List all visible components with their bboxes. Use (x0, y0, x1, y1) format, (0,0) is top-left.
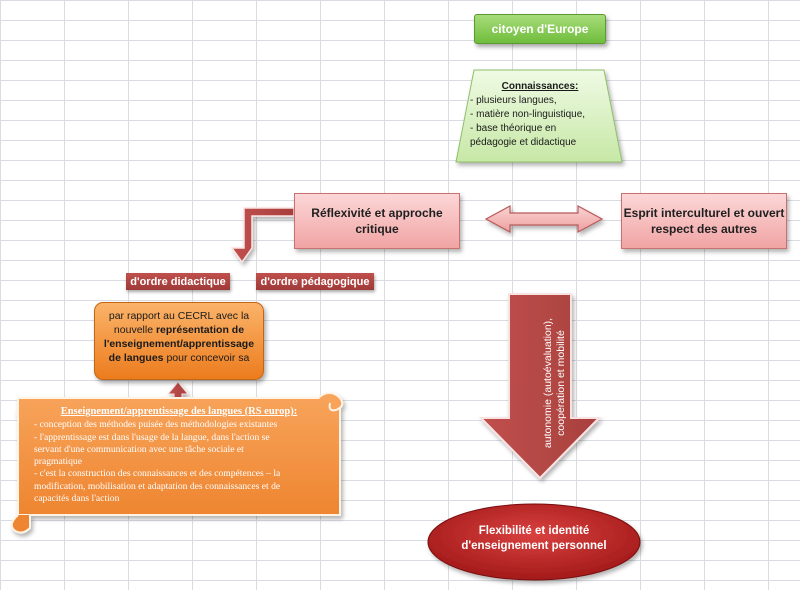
scroll-line: pragmatique (34, 456, 82, 468)
double-arrow (484, 204, 604, 234)
citoyen-europe-label: citoyen d'Europe (491, 22, 589, 36)
bent-arrow (230, 207, 295, 264)
esprit-interculturel-box: Esprit interculturel et ouvert respect d… (621, 193, 787, 249)
connaissances-item: - base théorique en (470, 123, 557, 134)
arrow-label-line1: autonomie (autoévaluation), (542, 317, 554, 449)
ordre-pedagogique-text: d'ordre pédagogique (260, 275, 370, 288)
scroll-shape (10, 392, 344, 534)
ordre-didactique-label: d'ordre didactique (126, 273, 230, 290)
arrow-label-line2: coopération et mobilité (555, 330, 567, 436)
connaissances-trapezoid (455, 69, 623, 163)
cecrl-text-part2: pour concevoir sa (163, 352, 250, 364)
enseignement-scroll-text: Enseignement/apprentissage des langues (… (34, 406, 324, 516)
large-down-arrow (478, 293, 602, 480)
esprit-interculturel-label: Esprit interculturel et ouvert respect d… (623, 206, 785, 236)
scroll-title: Enseignement/apprentissage des langues (… (60, 406, 298, 417)
reflexivite-label: Réflexivité et approche critique (311, 206, 443, 236)
flexibilite-label: Flexibilité et identité d'enseignement p… (461, 525, 607, 552)
citoyen-europe-box: citoyen d'Europe (474, 14, 606, 44)
scroll-line: - conception des méthodes puisée des mét… (34, 419, 278, 431)
connaissances-text: Connaissances: - plusieurs langues, - ma… (470, 80, 610, 160)
cecrl-text-part1: par rapport au CECRL avec la nouvelle (108, 310, 250, 336)
cecrl-box: par rapport au CECRL avec la nouvelle re… (94, 302, 264, 380)
scroll-line: capacités dans l'action (34, 493, 120, 505)
ordre-pedagogique-label: d'ordre pédagogique (256, 273, 374, 290)
connaissances-item: pédagogie et didactique (470, 137, 577, 148)
scroll-line: - l'apprentissage est dans l'usage de la… (34, 431, 270, 443)
ordre-didactique-text: d'ordre didactique (130, 275, 226, 288)
connaissances-item: - matière non-linguistique, (470, 109, 586, 120)
connaissances-item: - plusieurs langues, (470, 95, 557, 106)
connaissances-title: Connaissances: (501, 81, 579, 92)
scroll-line: modification, mobilisation et adaptation… (34, 480, 281, 492)
scroll-line: servant d'une communication avec une tâc… (34, 443, 244, 455)
autonomie-arrow-label: autonomie (autoévaluation), coopération … (542, 298, 568, 468)
flexibilite-oval (427, 503, 641, 581)
scroll-line: - c'est la construction des connaissance… (34, 468, 281, 480)
reflexivite-box: Réflexivité et approche critique (294, 193, 460, 249)
cecrl-text-bold: représentation de l'enseignement/apprent… (103, 324, 255, 364)
